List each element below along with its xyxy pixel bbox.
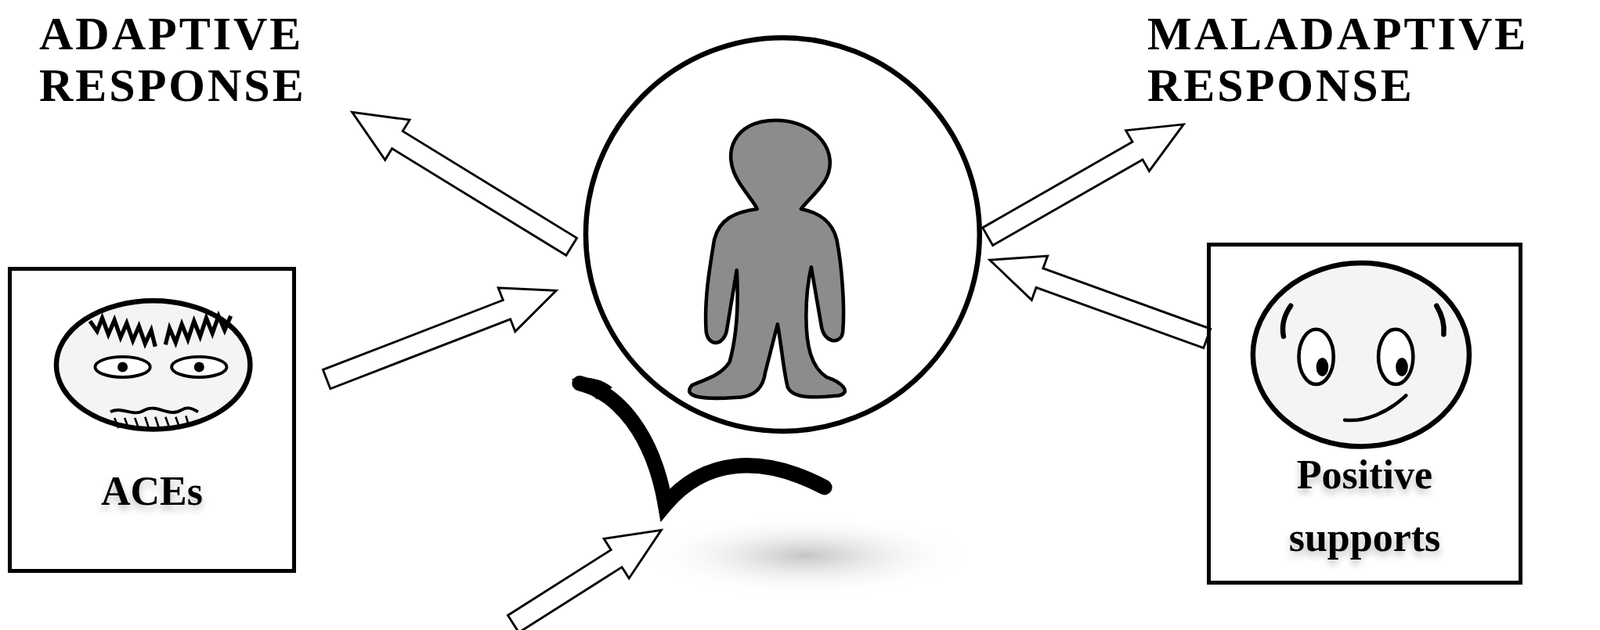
block-arrow	[352, 111, 578, 256]
node-box: ACEs	[7, 267, 297, 574]
tilde-brace-tip	[571, 378, 613, 401]
block-arrow	[507, 530, 661, 630]
shadow	[642, 515, 970, 597]
worried-face	[1253, 263, 1470, 447]
block-arrow	[322, 288, 557, 390]
block-arrows	[322, 111, 1210, 630]
tilde-brace	[579, 383, 825, 506]
response-label: MALADAPTIVE RESPONSE	[1147, 7, 1590, 112]
block-arrow	[989, 256, 1211, 349]
response-label: ADAPTIVE RESPONSE	[39, 7, 447, 112]
node-label: Positive supports	[1247, 444, 1483, 571]
block-arrow	[982, 124, 1185, 246]
node-label: ACEs	[101, 460, 203, 524]
angry-face	[56, 300, 250, 430]
person-figure	[689, 120, 846, 399]
node-box: Positive supports	[1206, 242, 1523, 586]
person-circle	[585, 37, 980, 432]
